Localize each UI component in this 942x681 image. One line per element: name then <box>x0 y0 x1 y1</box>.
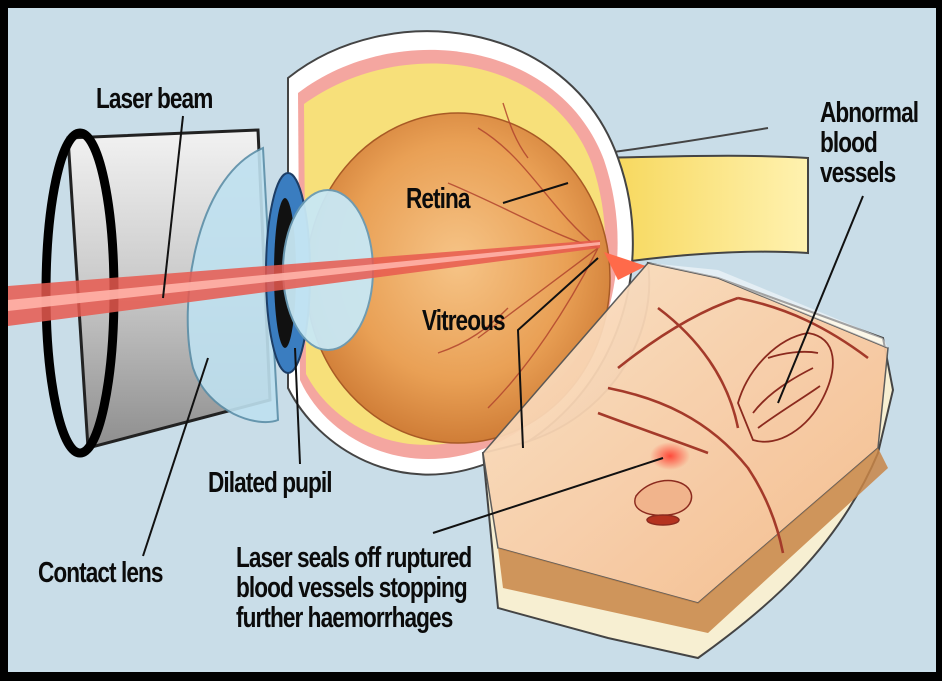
label-retina: Retina <box>406 184 470 214</box>
label-vitreous: Vitreous <box>422 306 505 336</box>
label-dilated-pupil: Dilated pupil <box>208 468 332 498</box>
label-contact-lens: Contact lens <box>38 558 163 588</box>
laser-spot <box>650 442 690 470</box>
label-laser-seals: Laser seals off ruptured blood vessels s… <box>236 543 471 633</box>
label-laser-beam: Laser beam <box>96 84 212 114</box>
diagram-panel: Laser beam Retina Abnormal blood vessels… <box>8 8 936 672</box>
label-abnormal-blood-vessels: Abnormal blood vessels <box>820 98 918 188</box>
